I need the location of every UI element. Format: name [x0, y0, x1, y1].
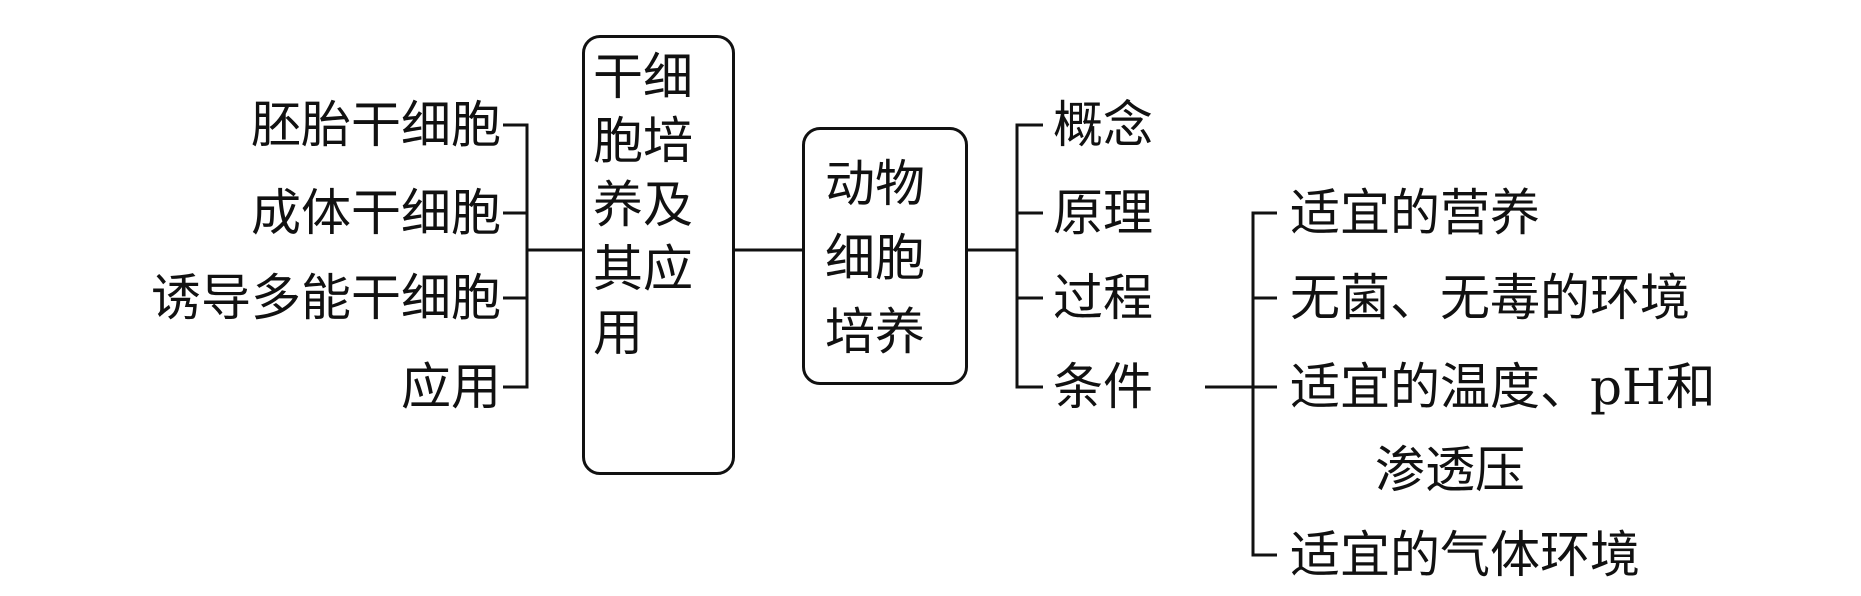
box1-line: 干细: [593, 48, 693, 106]
condition-osmotic-pressure: 渗透压: [1375, 441, 1525, 499]
animal-cell-culture-text: 动物 细胞 培养: [825, 147, 925, 369]
right-bracket: [1251, 211, 1277, 557]
condition-temperature-ph: 适宜的温度、pH和: [1290, 358, 1716, 416]
box1-line: 养及: [593, 176, 693, 234]
stem-cell-culture-box: [582, 35, 735, 475]
box1-line: 用: [593, 304, 643, 362]
box2-line: 培养: [825, 303, 925, 361]
left-item-ips-cell: 诱导多能干细胞: [151, 269, 501, 327]
condition-gas-environment: 适宜的气体环境: [1290, 526, 1640, 584]
box1-line: 胞培: [593, 112, 693, 170]
condition-nutrition: 适宜的营养: [1290, 184, 1540, 242]
left-item-adult-stem-cell: 成体干细胞: [251, 184, 501, 242]
animal-cell-culture-box: [802, 127, 968, 385]
left-bracket: [503, 123, 529, 389]
left-item-application: 应用: [401, 358, 501, 416]
middle-item-conditions: 条件: [1053, 358, 1153, 416]
box2-line: 细胞: [825, 229, 925, 287]
middle-item-principle: 原理: [1053, 184, 1153, 242]
box1-line: 其应: [593, 240, 693, 298]
condition-sterile-environment: 无菌、无毒的环境: [1290, 269, 1690, 327]
stem-cell-culture-text: 干细 胞培 养及 其应 用: [593, 45, 693, 365]
middle-item-concept: 概念: [1053, 96, 1153, 154]
left-item-embryonic-stem-cell: 胚胎干细胞: [251, 96, 501, 154]
box2-line: 动物: [825, 155, 925, 213]
middle-item-process: 过程: [1053, 269, 1153, 327]
middle-bracket: [1015, 123, 1043, 389]
